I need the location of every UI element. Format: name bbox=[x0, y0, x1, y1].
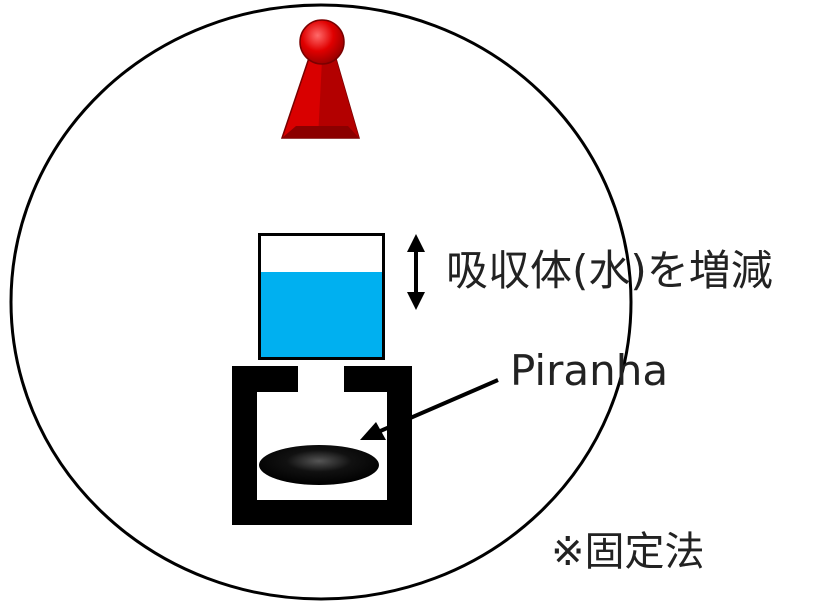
container-outline bbox=[258, 233, 385, 360]
housing-aperture bbox=[298, 366, 344, 392]
source-base bbox=[282, 126, 359, 138]
source-head bbox=[299, 19, 345, 65]
enclosure-circle bbox=[9, 3, 633, 601]
radiation-source-icon bbox=[280, 19, 360, 139]
water-fill bbox=[261, 272, 384, 357]
detector-label: Piranha bbox=[510, 346, 668, 395]
housing-frame bbox=[232, 366, 412, 525]
absorber-container bbox=[258, 233, 385, 360]
double-arrow-icon bbox=[407, 234, 425, 310]
absorber-label: 吸収体(水)を増減 bbox=[446, 246, 773, 295]
detector-housing bbox=[232, 366, 412, 525]
source-body-shade bbox=[318, 52, 359, 138]
oval-sensor-icon bbox=[259, 445, 379, 485]
method-label: ※固定法 bbox=[551, 529, 705, 575]
pointer-arrow bbox=[360, 378, 499, 440]
